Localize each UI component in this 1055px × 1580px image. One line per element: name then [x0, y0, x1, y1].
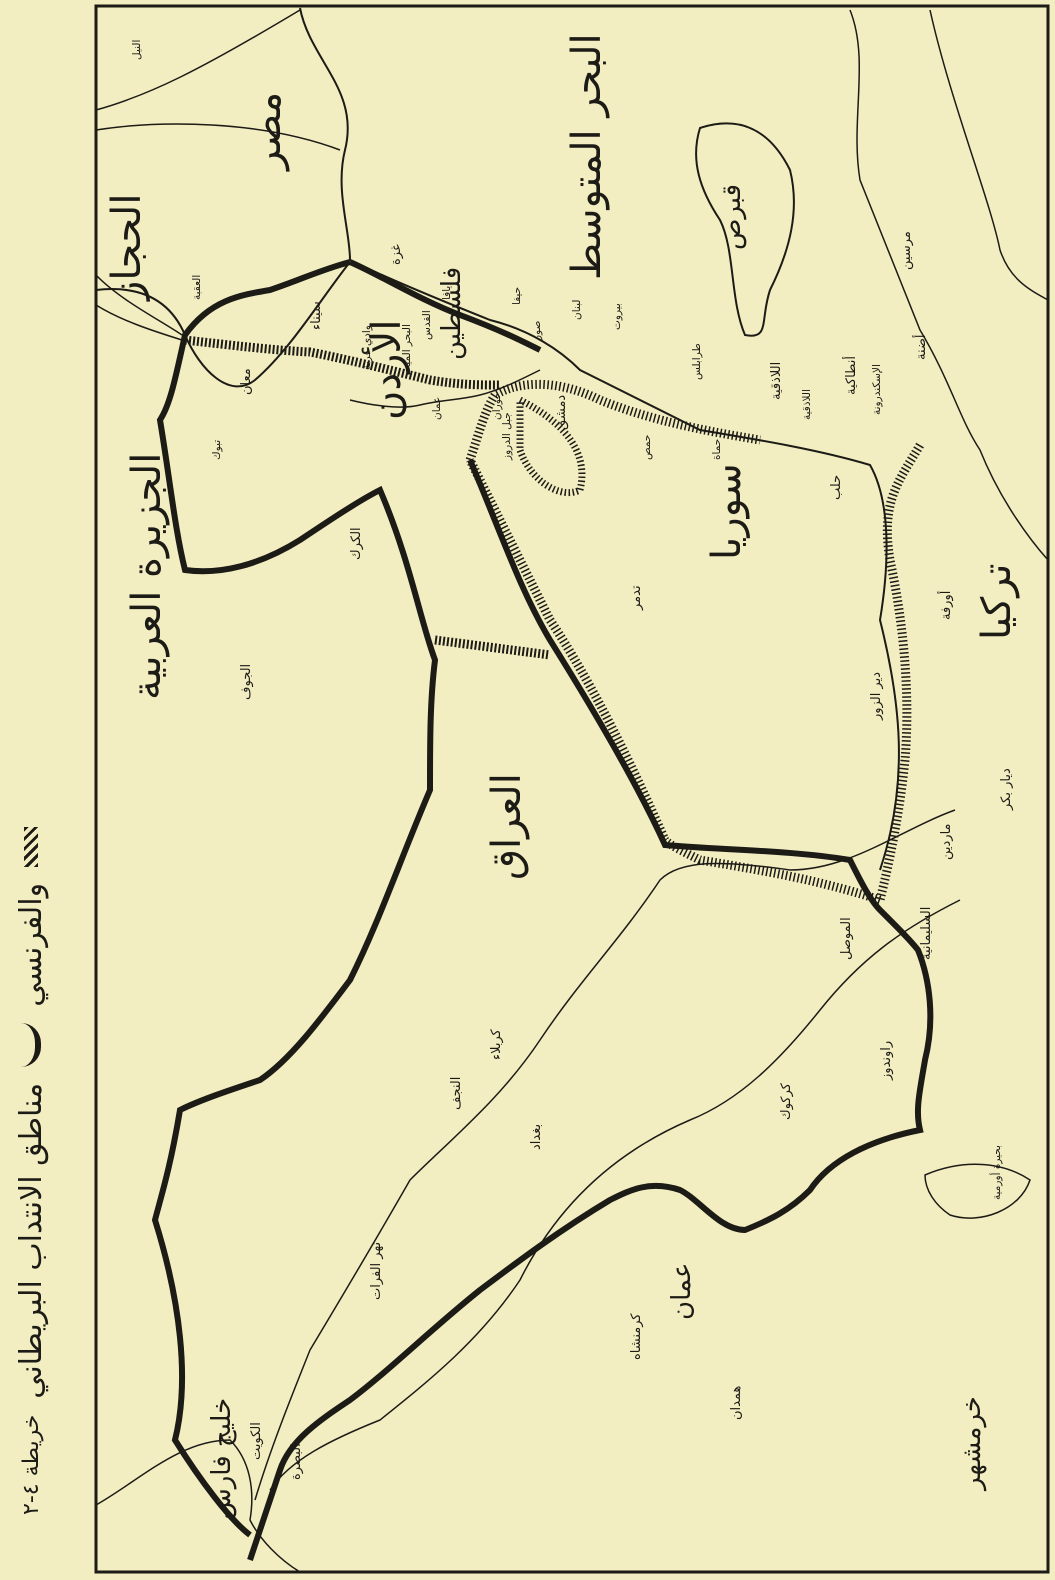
label-sulaymaniyah: السليمانية	[919, 907, 934, 960]
label-urfa: أورفة	[937, 591, 954, 620]
label-hejaz: الحجاز	[104, 194, 150, 302]
jordan-iraq-border	[434, 635, 551, 660]
label-beirut: بيروت	[611, 303, 623, 330]
label-deir-ezzor: دير الزور	[869, 672, 884, 721]
french-legend-symbol	[24, 826, 38, 867]
lake-urmia	[924, 1163, 1031, 1219]
nile-river	[95, 9, 341, 151]
label-euphrates: نهر الفرات	[369, 1242, 384, 1300]
label-sea: البحر المتوسط	[564, 33, 610, 280]
turkey-inner-line	[929, 9, 1049, 301]
label-tadmur: تدمر	[629, 585, 644, 611]
label-khorramshahr: خرمشهر	[957, 1396, 987, 1492]
tigris-river	[269, 899, 961, 1491]
label-diyarbakir: ديار بكر	[999, 768, 1014, 811]
label-tyre: صور	[531, 321, 543, 341]
label-jawf: الجوف	[239, 664, 254, 700]
label-hama: حماة	[711, 439, 723, 460]
french-border-north	[875, 442, 924, 902]
label-hamadan: همدان	[729, 1386, 744, 1420]
british-border-jordan-hejaz	[151, 259, 439, 1538]
label-egypt: مصر	[244, 92, 290, 172]
label-kirkuk: كركوك	[779, 1082, 794, 1120]
gulf-coast	[95, 1439, 301, 1573]
label-gaza: غزة	[389, 244, 404, 265]
label-aqaba: العقبة	[191, 275, 203, 300]
label-rawanduz: راوندوز	[879, 1041, 894, 1081]
label-baghdad: بغداد	[529, 1124, 544, 1150]
label-alexandretta: الإسكندرونة	[871, 364, 883, 415]
caption-and-french: والفرنسي	[13, 882, 49, 1007]
british-legend-symbol	[21, 1022, 41, 1067]
label-mosul: الموصل	[839, 917, 854, 960]
label-aleppo: حلب	[829, 475, 844, 500]
turkey-coast	[849, 9, 1049, 561]
label-latakia-region: اللاذقية	[801, 389, 813, 420]
label-mardin: ماردين	[939, 823, 954, 860]
label-jerusalem: القدس	[421, 310, 433, 340]
label-oman: عمان	[667, 1262, 697, 1320]
label-maan: معان	[239, 368, 254, 395]
label-kerak: الكرك	[349, 527, 364, 560]
city-labels: مرسين أضنة أنطاكية الإسكندرونة اللاذقية …	[131, 40, 1014, 1480]
label-lebanon: لبنان	[571, 300, 583, 320]
french-border-east	[465, 457, 882, 905]
label-homs: حمص	[641, 435, 653, 460]
caption-title: مناطق الانتداب البريطاني	[13, 1082, 49, 1399]
label-karbala: كربلاء	[489, 1028, 504, 1060]
gulf-of-aqaba	[95, 274, 183, 341]
label-nile: النيل	[131, 40, 143, 60]
label-jaffa: يافا	[441, 286, 453, 300]
label-druze: جبل الدروز	[501, 412, 513, 461]
label-cyprus: قبرص	[717, 184, 747, 250]
label-arabah: وادي عربة	[361, 325, 373, 370]
label-adana: أضنة	[912, 334, 929, 360]
label-hauran: حوران	[491, 392, 503, 420]
label-arabia: الجزيرة العربية	[124, 453, 170, 700]
label-sinai: سيناء	[309, 301, 324, 330]
label-jordan: الأردن	[361, 320, 410, 420]
label-persian-gulf: خليج فارس	[207, 1398, 237, 1520]
map-caption: خريطة ٤-٢ مناطق الانتداب البريطاني والفر…	[2, 15, 60, 1515]
label-najaf: النجف	[449, 1077, 464, 1110]
british-border-iraq	[247, 458, 934, 1561]
label-mersin: مرسين	[899, 231, 914, 270]
label-kuwait: الكويت	[249, 1422, 264, 1460]
label-kermanshah: كرمنشاه	[629, 1313, 644, 1360]
label-turkey: تركيا	[974, 563, 1020, 640]
label-damascus: دمشق	[554, 395, 569, 430]
label-haifa: حيفا	[511, 287, 523, 305]
sinai-coast	[95, 261, 351, 388]
euphrates-river	[254, 809, 956, 1501]
label-antakya: أنطاكية	[842, 356, 859, 395]
druze-enclosure	[516, 394, 586, 497]
cyprus-island	[695, 122, 795, 337]
map-frame	[94, 4, 1050, 1574]
caption-number: خريطة ٤-٢	[18, 1414, 44, 1515]
coastline	[299, 7, 900, 871]
british-border-palestine	[348, 259, 542, 353]
label-iraq: العراق	[484, 773, 530, 880]
label-syria: سوريا	[704, 463, 750, 560]
label-tabuk: تبوك	[211, 440, 223, 460]
label-lake-urmia: بحيرة أورمية	[989, 1145, 1003, 1200]
label-basra: البصرة	[289, 1443, 304, 1480]
label-latakia: اللاذقية	[769, 362, 784, 400]
label-palestine: فلسطين	[437, 267, 467, 360]
label-dead-sea: البحر الميت	[401, 324, 413, 375]
label-amman: عمان	[431, 397, 443, 420]
label-tripoli: طرابلس	[691, 343, 703, 380]
